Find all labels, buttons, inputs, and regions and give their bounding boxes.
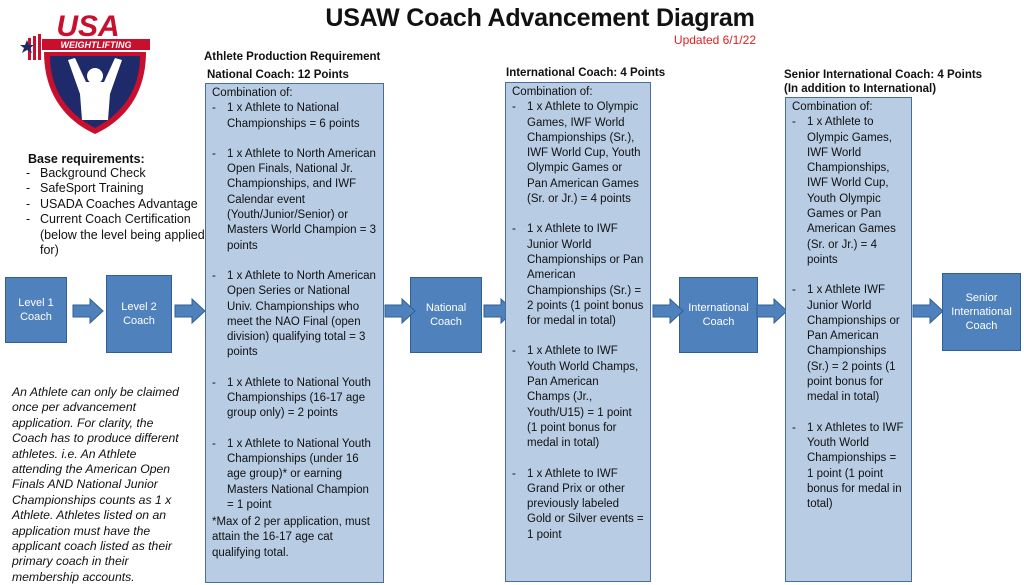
list-item: SafeSport Training <box>26 181 220 197</box>
arrow-right-icon <box>912 298 944 324</box>
national-coach-panel: Combination of: 1 x Athlete to National … <box>205 83 384 583</box>
logo-weightlifting: WEIGHTLIFTING <box>61 40 132 50</box>
international-coach-panel: Combination of: 1 x Athlete to Olympic G… <box>505 82 651 582</box>
list-item: 1 x Athlete to Olympic Games, IWF World … <box>512 100 644 207</box>
combination-label: Combination of: <box>512 86 593 98</box>
footnote: *Max of 2 per application, must attain t… <box>212 516 370 559</box>
list-item: 1 x Athlete to IWF Junior World Champion… <box>512 222 644 329</box>
page-title: USAW Coach Advancement Diagram <box>325 4 755 32</box>
list-item: 1 x Athletes to IWF Youth World Champion… <box>792 421 905 513</box>
usa-weightlifting-logo: USA WEIGHTLIFTING <box>20 10 150 134</box>
arrow-right-icon <box>72 298 104 324</box>
senior-panel-header: Senior International Coach: 4 Points <box>784 69 983 81</box>
list-item: USADA Coaches Advantage <box>26 197 220 213</box>
combination-label: Combination of: <box>212 87 293 99</box>
international-panel-header: International Coach: 4 Points <box>506 67 666 79</box>
list-item: 1 x Athlete to IWF Grand Prix or other p… <box>512 467 644 543</box>
node-international-coach: International Coach <box>679 277 758 353</box>
national-panel-points: National Coach: 12 Points <box>207 69 349 81</box>
base-requirements-list: Background Check SafeSport Training USAD… <box>12 166 220 258</box>
list-item: 1 x Athlete to North American Open Serie… <box>212 269 377 361</box>
arrow-right-icon <box>174 298 206 324</box>
list-item: 1 x Athlete to North American Open Final… <box>212 147 377 254</box>
senior-panel-subheader: (In addition to International) <box>784 83 937 95</box>
arrow-right-icon <box>652 298 684 324</box>
list-item: Background Check <box>26 166 220 182</box>
node-level-2-coach: Level 2 Coach <box>106 275 172 353</box>
list-item: Current Coach Certification (below the l… <box>26 212 220 258</box>
athlete-claim-note: An Athlete can only be claimed once per … <box>12 385 179 584</box>
node-senior-international-coach: Senior International Coach <box>942 273 1021 351</box>
star-icon <box>20 40 34 53</box>
node-national-coach: National Coach <box>410 277 482 353</box>
senior-international-coach-panel: Combination of: 1 x Athlete to Olympic G… <box>785 97 912 582</box>
lifter-silhouette <box>68 58 122 120</box>
updated-date: Updated 6/1/22 <box>673 33 756 47</box>
national-panel-header: Athlete Production Requirement <box>204 51 381 63</box>
base-requirements-title: Base requirements: <box>28 152 145 166</box>
arrow-right-icon <box>756 298 788 324</box>
list-item: 1 x Athlete to National Championships = … <box>212 101 377 132</box>
list-item: 1 x Athlete to National Youth Championsh… <box>212 376 377 422</box>
node-level-1-coach: Level 1 Coach <box>5 277 67 343</box>
arrow-right-icon <box>384 298 416 324</box>
list-item: 1 x Athlete to Olympic Games, IWF World … <box>792 115 905 268</box>
list-item: 1 x Athlete IWF Junior World Championshi… <box>792 283 905 405</box>
list-item: 1 x Athlete to National Youth Championsh… <box>212 437 377 513</box>
list-item: 1 x Athlete to IWF Youth World Champs, P… <box>512 344 644 451</box>
logo-usa: USA <box>56 10 119 43</box>
combination-label: Combination of: <box>792 101 873 113</box>
